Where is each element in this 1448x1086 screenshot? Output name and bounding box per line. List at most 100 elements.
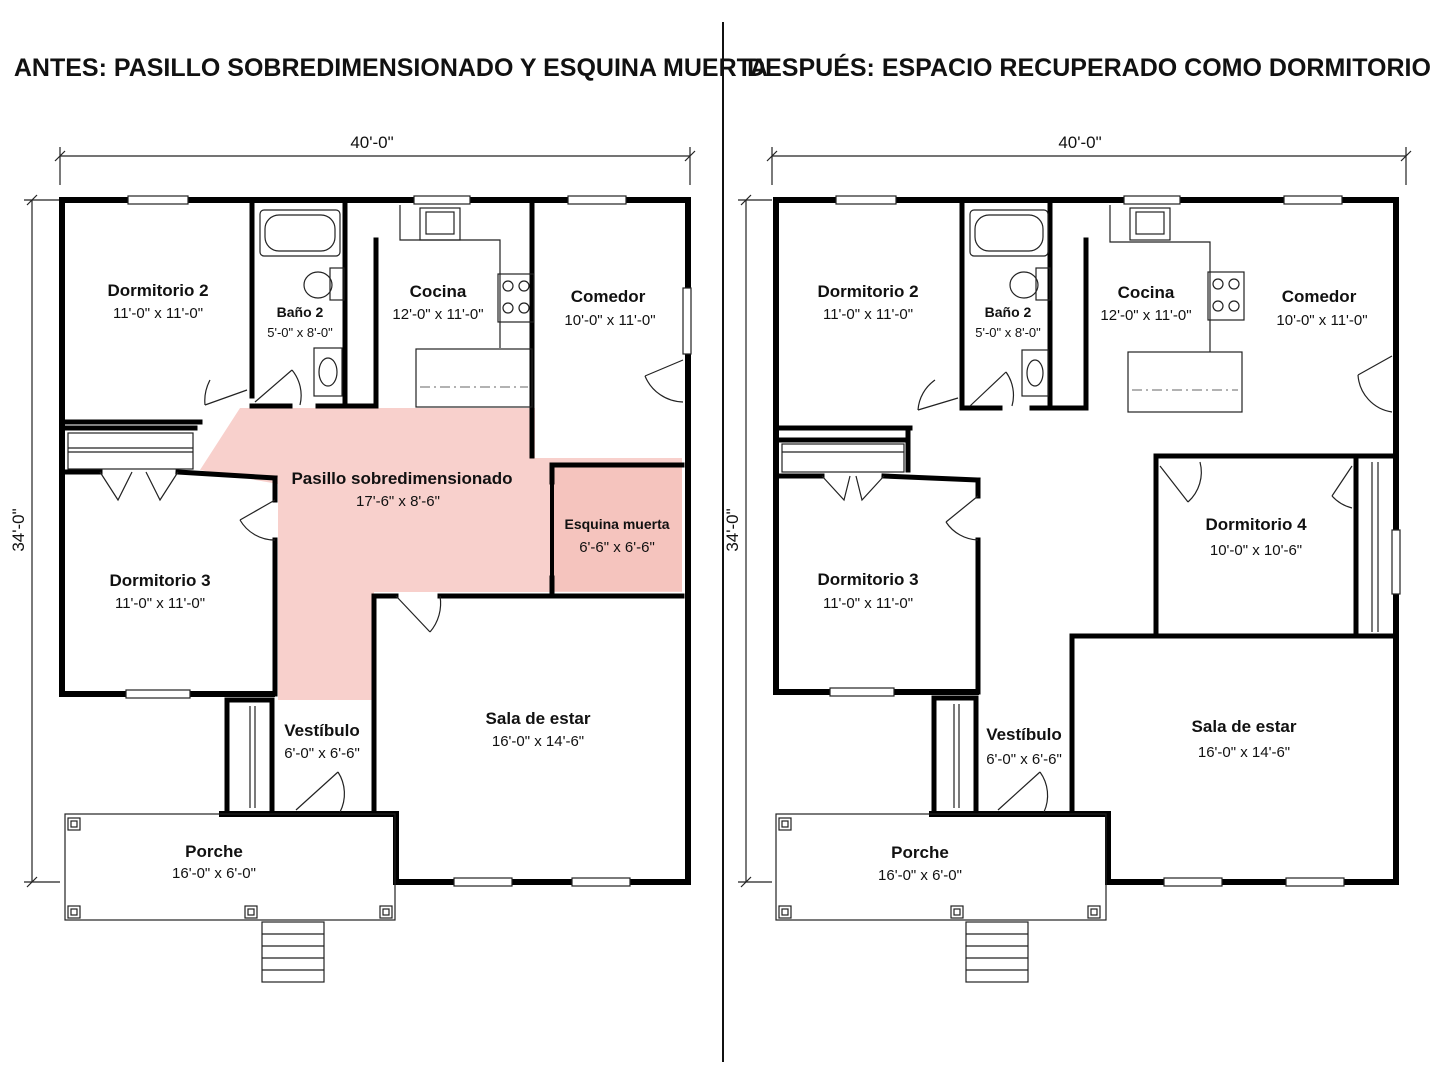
stove-icon [497,273,535,323]
kitchen-sink-icon [419,207,461,241]
svg-text:16'-0" x 6'-0": 16'-0" x 6'-0" [878,867,962,884]
sink-icon [313,347,343,397]
porch-steps [261,921,325,983]
before-closet [67,432,194,470]
svg-text:17'-6" x 8'-6": 17'-6" x 8'-6" [356,493,440,510]
svg-text:Porche: Porche [185,842,243,861]
before-title: ANTES: PASILLO SOBREDIMENSIONADO Y ESQUI… [14,54,768,82]
svg-text:Dormitorio 2: Dormitorio 2 [817,282,918,301]
after-height-label: 34'-0" [723,508,742,551]
svg-text:Dormitorio 3: Dormitorio 3 [817,570,918,589]
room-bano2: Baño 2 5'-0" x 8'-0" [267,304,333,340]
before-height-dimension: 34'-0" [9,194,60,888]
svg-text:6'-6" x 6'-6": 6'-6" x 6'-6" [579,539,655,556]
svg-text:6'-0" x 6'-6": 6'-0" x 6'-6" [284,745,360,762]
dead-corner-highlight [552,465,682,591]
after-closet [781,443,905,473]
svg-text:Cocina: Cocina [410,282,467,301]
after-height-dimension: 34'-0" [723,194,772,888]
room-dormitorio3: Dormitorio 3 11'-0" x 11'-0" [817,570,918,612]
after-title: DESPUÉS: ESPACIO RECUPERADO COMO DORMITO… [747,53,1431,82]
window [1283,195,1343,205]
before-interior-walls [59,202,685,817]
room-pasillo: Pasillo sobredimensionado 17'-6" x 8'-6" [291,469,512,510]
before-plan: ANTES: PASILLO SOBREDIMENSIONADO Y ESQUI… [9,54,768,983]
svg-text:Vestíbulo: Vestíbulo [284,721,360,740]
room-dormitorio4: Dormitorio 4 10'-0" x 10'-6" [1205,515,1307,559]
svg-text:Comedor: Comedor [571,287,646,306]
room-dormitorio3: Dormitorio 3 11'-0" x 11'-0" [109,571,210,612]
kitchen-counter [399,205,535,408]
svg-text:Esquina muerta: Esquina muerta [564,516,669,532]
svg-text:Dormitorio 2: Dormitorio 2 [107,281,208,300]
svg-text:10'-0" x 10'-6": 10'-0" x 10'-6" [1210,542,1302,559]
bathtub-icon [259,209,341,257]
svg-text:12'-0" x 11'-0": 12'-0" x 11'-0" [392,306,483,323]
bathtub-icon [969,209,1049,257]
room-cocina: Cocina 12'-0" x 11'-0" [392,282,483,323]
svg-text:Baño 2: Baño 2 [277,304,324,320]
room-sala: Sala de estar 16'-0" x 14'-6" [1192,717,1297,761]
svg-text:11'-0" x 11'-0": 11'-0" x 11'-0" [823,595,913,612]
svg-text:10'-0" x 11'-0": 10'-0" x 11'-0" [564,312,655,329]
kitchen-counter [1109,205,1245,413]
svg-text:16'-0" x 14'-6": 16'-0" x 14'-6" [492,733,584,750]
before-porch [64,813,396,983]
window [125,689,191,699]
door-swing [821,355,1393,813]
before-width-label: 40'-0" [350,133,393,152]
after-width-label: 40'-0" [1058,133,1101,152]
svg-text:11'-0" x 11'-0": 11'-0" x 11'-0" [115,595,205,612]
svg-text:Sala de estar: Sala de estar [486,709,591,728]
room-cocina: Cocina 12'-0" x 11'-0" [1100,283,1191,324]
window [571,877,631,887]
room-comedor: Comedor 10'-0" x 11'-0" [1276,287,1367,329]
svg-text:16'-0" x 14'-6": 16'-0" x 14'-6" [1198,744,1290,761]
window [127,195,189,205]
porch-steps [965,921,1029,983]
toilet-icon [1009,267,1051,301]
room-sala: Sala de estar 16'-0" x 14'-6" [486,709,591,750]
kitchen-island [1127,351,1243,413]
stove-icon [1207,271,1245,321]
svg-text:Porche: Porche [891,843,949,862]
after-porch [775,813,1107,983]
window [1123,195,1181,205]
svg-text:Comedor: Comedor [1282,287,1357,306]
svg-text:10'-0" x 11'-0": 10'-0" x 11'-0" [1276,312,1367,329]
before-width-dimension: 40'-0" [54,133,696,185]
sink-icon [1021,349,1049,397]
window [682,287,692,355]
svg-text:Baño 2: Baño 2 [985,304,1032,320]
svg-text:Sala de estar: Sala de estar [1192,717,1297,736]
svg-text:Vestíbulo: Vestíbulo [986,725,1062,744]
room-vestibulo: Vestíbulo 6'-0" x 6'-6" [284,721,360,762]
svg-text:6'-0" x 6'-6": 6'-0" x 6'-6" [986,751,1062,768]
svg-text:Cocina: Cocina [1118,283,1175,302]
window [1163,877,1223,887]
svg-text:5'-0" x 8'-0": 5'-0" x 8'-0" [267,325,333,340]
before-height-label: 34'-0" [9,508,28,551]
svg-text:Dormitorio 4: Dormitorio 4 [1205,515,1307,534]
room-comedor: Comedor 10'-0" x 11'-0" [564,287,655,329]
room-dormitorio2: Dormitorio 2 11'-0" x 11'-0" [817,282,918,323]
svg-text:Dormitorio 3: Dormitorio 3 [109,571,210,590]
svg-text:16'-0" x 6'-0": 16'-0" x 6'-0" [172,865,256,882]
window [829,687,895,697]
kitchen-island [415,348,533,408]
window [453,877,513,887]
room-porche: Porche 16'-0" x 6'-0" [172,842,256,882]
window [1391,529,1401,595]
svg-text:11'-0" x 11'-0": 11'-0" x 11'-0" [823,306,913,323]
after-plan: DESPUÉS: ESPACIO RECUPERADO COMO DORMITO… [723,53,1431,983]
window [835,195,897,205]
window [1285,877,1345,887]
after-width-dimension: 40'-0" [766,133,1412,185]
toilet-icon [303,267,345,301]
after-interior-walls [773,202,1399,817]
window [413,195,471,205]
room-porche: Porche 16'-0" x 6'-0" [878,843,962,884]
room-vestibulo: Vestíbulo 6'-0" x 6'-6" [986,725,1062,768]
